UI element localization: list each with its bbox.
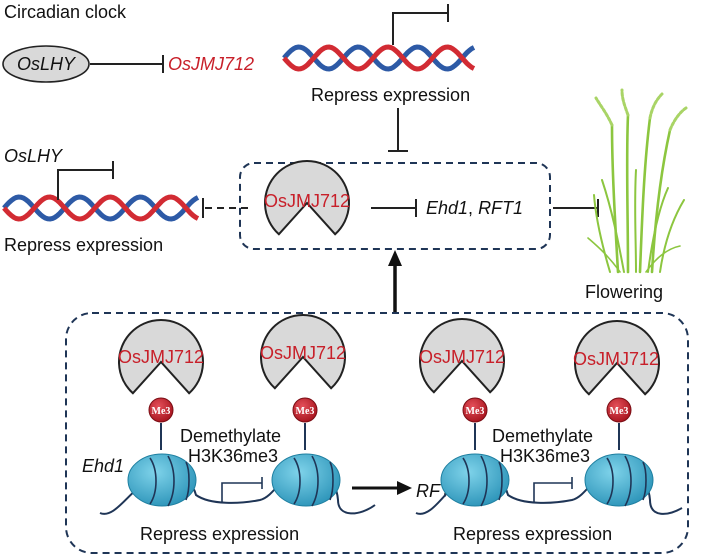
- tss-inhibit-2: [533, 477, 573, 502]
- dna-helix-oslhy: [2, 194, 200, 222]
- demethylate-label-1: Demethylate H3K36me3: [180, 426, 286, 466]
- repress-expression-bottom-1: Repress expression: [140, 524, 299, 544]
- diagram-title: Circadian clock: [4, 2, 127, 22]
- me3-mark-3: Me3: [462, 397, 488, 423]
- target-rft1: RFT1: [478, 198, 523, 218]
- osjmj712-promoter-inhibit: [392, 4, 449, 45]
- flowering-label: Flowering: [585, 282, 663, 302]
- repress-expression-left: Repress expression: [4, 235, 163, 255]
- protein-label: OsJMJ712: [573, 349, 659, 369]
- top-repress-arrow: [388, 108, 408, 152]
- nucleosome-2: [271, 453, 341, 507]
- oslhy-label: OsLHY: [17, 54, 77, 74]
- protein-osjmj712-bottom-1: OsJMJ712: [118, 318, 204, 395]
- protein-label: OsJMJ712: [118, 347, 204, 367]
- transition-arrow: [352, 481, 412, 495]
- protein-label: OsJMJ712: [264, 191, 350, 211]
- me3-mark-4: Me3: [606, 397, 632, 423]
- oslhy-inhibit-arrow: [90, 55, 164, 73]
- me3-label: Me3: [152, 406, 171, 417]
- dna-helix-osjmj712: [282, 44, 476, 72]
- dashed-inhibit-link: [202, 198, 250, 218]
- me3-label: Me3: [466, 406, 485, 417]
- demethylate-label-2: Demethylate H3K36me3: [492, 426, 598, 466]
- me3-label: Me3: [296, 406, 315, 417]
- oslhy-gene-label-left: OsLHY: [4, 146, 64, 166]
- nucleosome-1: [127, 453, 197, 507]
- middle-inhibit-arrow: [371, 199, 417, 217]
- repress-expression-bottom-2: Repress expression: [453, 524, 612, 544]
- oslhy-ellipse: OsLHY: [2, 45, 90, 83]
- protein-label: OsJMJ712: [419, 347, 505, 367]
- protein-osjmj712-middle: OsJMJ712: [264, 159, 350, 236]
- target-separator: ,: [468, 198, 478, 218]
- target-ehd1: Ehd1: [426, 198, 468, 218]
- rice-plant-icon: [587, 88, 688, 274]
- protein-label: OsJMJ712: [260, 343, 346, 363]
- protein-osjmj712-bottom-3: OsJMJ712: [419, 317, 505, 394]
- protein-osjmj712-bottom-2: OsJMJ712: [260, 313, 346, 390]
- me3-mark-2: Me3: [292, 397, 318, 423]
- me3-mark-1: Me3: [148, 397, 174, 423]
- osjmj712-gene-label: OsJMJ712: [168, 54, 254, 74]
- ehd1-gene-label: Ehd1: [82, 456, 124, 476]
- flowering-inhibit-arrow: [553, 199, 599, 217]
- repress-expression-top: Repress expression: [311, 85, 470, 105]
- nucleosome-4: [584, 453, 654, 507]
- target-genes-label: Ehd1, RFT1: [426, 198, 523, 218]
- upward-arrow: [388, 250, 402, 312]
- tss-inhibit-1: [221, 477, 263, 502]
- nucleosome-3: [440, 453, 510, 507]
- oslhy-promoter-inhibit: [57, 161, 114, 200]
- protein-osjmj712-bottom-4: OsJMJ712: [573, 319, 660, 396]
- me3-label: Me3: [610, 406, 629, 417]
